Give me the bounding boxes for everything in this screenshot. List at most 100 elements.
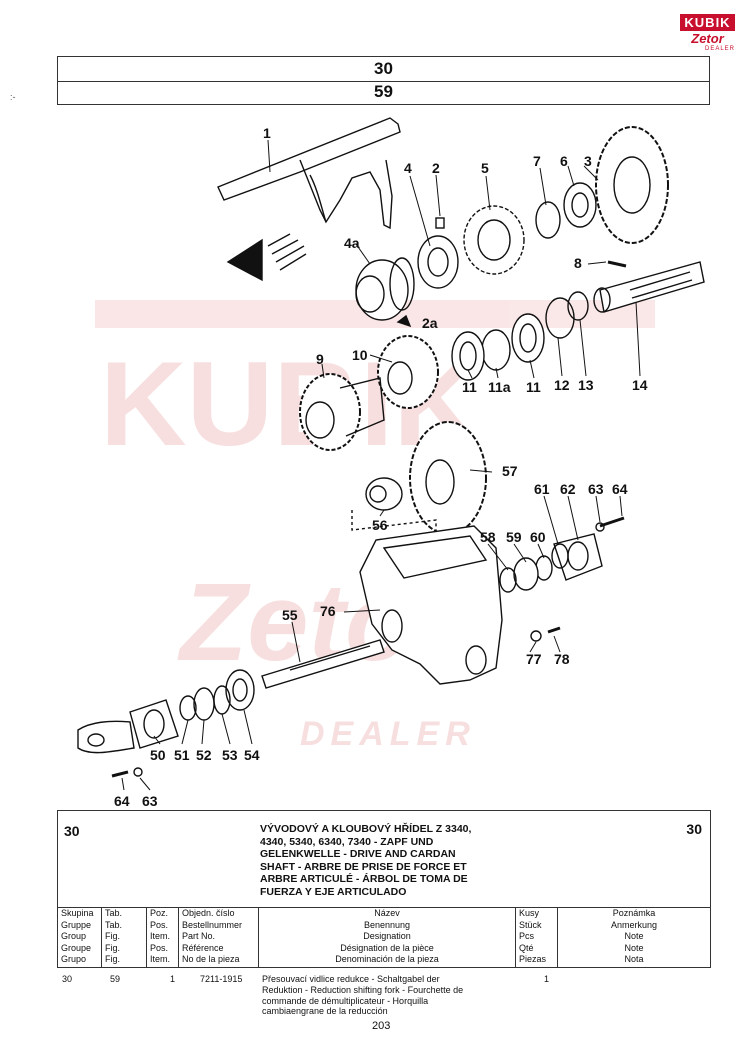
part-flange-50 (129, 699, 179, 749)
callout-11-left: 11 (462, 379, 477, 395)
callout-14: 14 (632, 377, 648, 393)
leader-lines (121, 139, 641, 791)
part-washer-63 (595, 522, 605, 532)
row-group: 30 (62, 974, 73, 984)
part-gear-57 (409, 421, 487, 535)
title-line: SHAFT - ARBRE DE PRISE DE FORCE ET (260, 860, 467, 873)
callout-7: 7 (533, 153, 541, 169)
part-bearing-11-left (451, 331, 485, 381)
part-sleeve-11a (481, 329, 511, 371)
logo-zetor: Zetor (691, 31, 724, 46)
part-gear-10 (377, 335, 439, 409)
callout-61: 61 (534, 481, 550, 497)
callout-8: 8 (574, 255, 582, 271)
part-bolt-64-lower (111, 770, 129, 778)
callout-6: 6 (560, 153, 568, 169)
part-bearing-59 (513, 557, 539, 591)
row-item: 1 (170, 974, 176, 984)
title-line: ARBRE ARTICULÉ - ÁRBOL DE TOMA DE (260, 873, 468, 885)
part-circlip-13 (567, 291, 589, 321)
part-washer-63-lower (133, 767, 143, 777)
callout-62: 62 (560, 481, 576, 497)
part-ring-7 (535, 201, 561, 239)
callout-11a: 11a (488, 379, 511, 395)
callout-52: 52 (196, 747, 212, 763)
callout-59: 59 (506, 529, 522, 545)
row-part-number: 7211-1915 (200, 974, 243, 984)
part-gear-9 (299, 373, 385, 451)
watermark-dealer: DEALER (300, 715, 476, 753)
part-washer-77 (530, 630, 542, 642)
callout-64-lower: 64 (114, 793, 130, 808)
part-ring-52 (193, 687, 215, 721)
part-pin-2 (435, 217, 445, 229)
callout-54: 54 (244, 747, 260, 763)
callout-5: 5 (481, 160, 489, 176)
callout-4: 4 (404, 160, 412, 176)
callout-63: 63 (588, 481, 604, 497)
row-table: 59 (110, 974, 121, 984)
callout-63-lower: 63 (142, 793, 158, 808)
part-yoke (77, 720, 135, 754)
logo-kubik: KUBIK (680, 14, 735, 31)
title-line: FUERZA Y EJE ARTICULADO (260, 885, 407, 898)
callout-3: 3 (584, 153, 592, 169)
part-key-8 (607, 260, 627, 268)
callout-10: 10 (352, 347, 368, 363)
row-quantity: 1 (544, 974, 550, 984)
callout-4a: 4a (344, 235, 360, 251)
part-shift-fork (217, 117, 401, 230)
callout-77: 77 (526, 651, 542, 667)
callout-76: 76 (320, 603, 336, 619)
callout-12: 12 (554, 377, 570, 393)
part-bolt-78 (547, 626, 561, 634)
callout-60: 60 (530, 529, 546, 545)
callout-78: 78 (554, 651, 570, 667)
part-seal-61 (551, 543, 569, 569)
callout-56: 56 (372, 517, 388, 533)
callout-2: 2 (432, 160, 440, 176)
page-number: 203 (372, 1020, 391, 1032)
part-housing-76 (359, 525, 503, 685)
callout-58: 58 (480, 529, 496, 545)
part-shaft-55 (261, 639, 385, 689)
part-shaft-14 (593, 261, 705, 313)
callout-13: 13 (578, 377, 594, 393)
logo-dealer: DEALER (704, 46, 735, 52)
direction-arrow (226, 233, 307, 282)
col-table: Tab.Tab.Fig.Fig.Fig. (102, 908, 147, 968)
callout-57: 57 (502, 463, 518, 479)
callout-53: 53 (222, 747, 238, 763)
part-gear-4a (355, 257, 415, 321)
exploded-parts-drawing: KUBIK Zetor DEALER (77, 117, 705, 808)
callout-55: 55 (282, 607, 298, 623)
part-ring-12 (545, 297, 575, 339)
part-bearing-6 (563, 182, 597, 228)
title-line: 4340, 5340, 6340, 7340 - ZAPF UND (260, 835, 434, 848)
col-position: Poz.Pos.Item.Pos.Item. (147, 908, 179, 968)
part-pin-2a (396, 314, 412, 328)
part-gear-3 (595, 126, 669, 244)
callout-2a: 2a (422, 315, 438, 331)
title-line: VÝVODOVÝ A KLOUBOVÝ HŘÍDEL Z 3340, (260, 823, 472, 835)
callout-64: 64 (612, 481, 628, 497)
brand-logo: KUBIK Zetor DEALER (680, 14, 735, 62)
callout-50: 50 (150, 747, 166, 763)
group-number-right: 30 (686, 821, 702, 837)
row-description: Přesouvací vidlice redukce - Schaltgabel… (262, 974, 464, 1017)
parts-info-box: 30 30 VÝVODOVÝ A KLOUBOVÝ HŘÍDEL Z 3340,… (57, 810, 711, 968)
group-number-left: 30 (64, 823, 80, 839)
part-bearing-11-right (511, 313, 545, 363)
part-ring-58 (499, 567, 517, 593)
callout-9: 9 (316, 351, 324, 367)
callout-51: 51 (174, 747, 190, 763)
callout-11-right: 11 (526, 379, 541, 395)
part-hub-56 (365, 477, 403, 511)
margin-marks: :- (10, 92, 16, 102)
